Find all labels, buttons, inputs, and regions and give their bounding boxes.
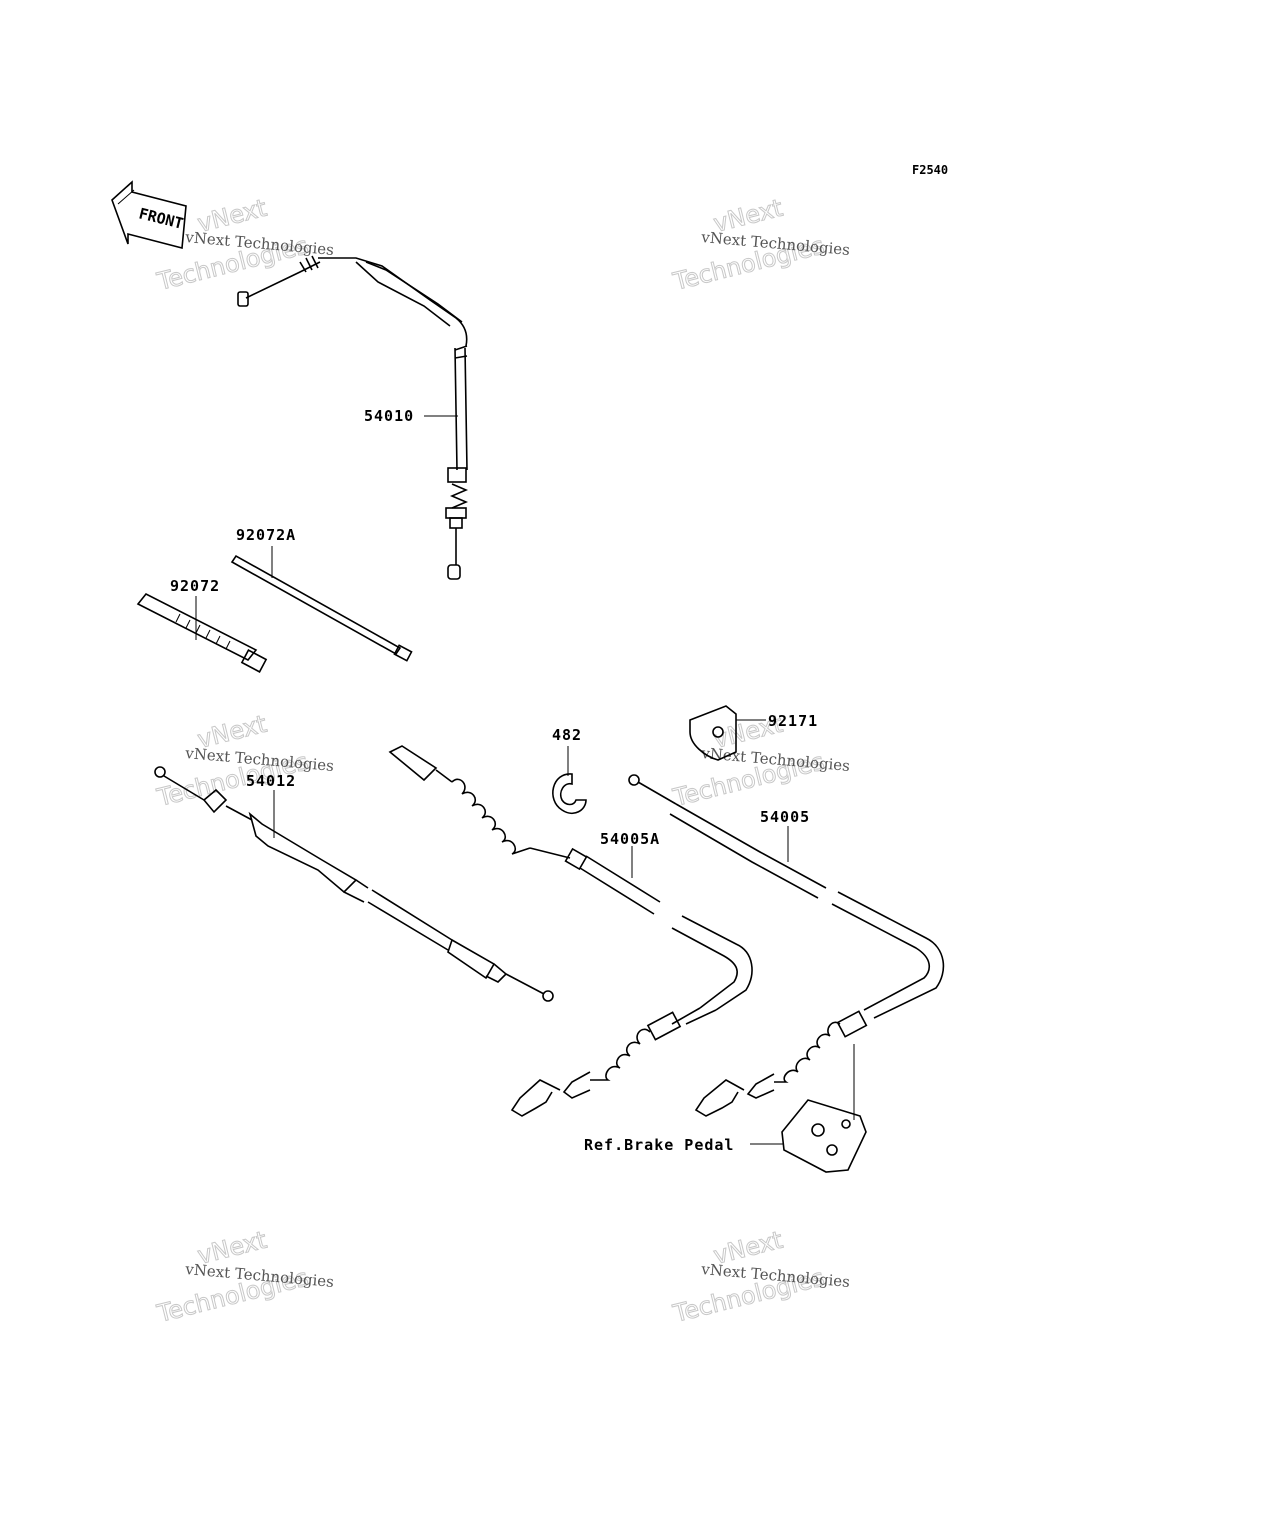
- cable-tie-92072A: [230, 554, 413, 662]
- watermark-bottom-right: Technologies vNext vNext Technologies: [669, 1225, 850, 1328]
- label-482: 482: [552, 726, 582, 744]
- label-54005A: 54005A: [600, 830, 660, 848]
- bracket-92171: [689, 705, 737, 761]
- label-54010: 54010: [364, 407, 414, 425]
- watermark-mid-right: Technologies vNext vNext Technologies: [669, 709, 850, 812]
- watermark-bottom-left: Technologies vNext vNext Technologies: [153, 1225, 334, 1328]
- front-label: FRONT: [137, 204, 185, 232]
- brake-pedal-bracket: [781, 1099, 867, 1173]
- watermark-top-right: Technologies vNext vNext Technologies: [669, 193, 850, 296]
- watermark-top-left: Technologies vNext vNext Technologies: [153, 193, 334, 296]
- diagram-code: F2540: [912, 163, 948, 177]
- label-ref-brake-pedal: Ref.Brake Pedal: [584, 1136, 734, 1154]
- cable-54010: [237, 255, 469, 580]
- front-arrow-icon: FRONT: [111, 180, 187, 250]
- label-92072: 92072: [170, 577, 220, 595]
- label-92171: 92171: [768, 712, 818, 730]
- cable-54012: [154, 766, 554, 1002]
- cable-tie-92072: [136, 592, 268, 673]
- watermark-mid-left: Technologies vNext vNext Technologies: [153, 709, 334, 812]
- label-54012: 54012: [246, 772, 296, 790]
- label-92072A: 92072A: [236, 526, 296, 544]
- label-54005: 54005: [760, 808, 810, 826]
- clip-482: [552, 773, 587, 815]
- cable-54005: [628, 774, 945, 1117]
- cable-54005A: [388, 745, 753, 1117]
